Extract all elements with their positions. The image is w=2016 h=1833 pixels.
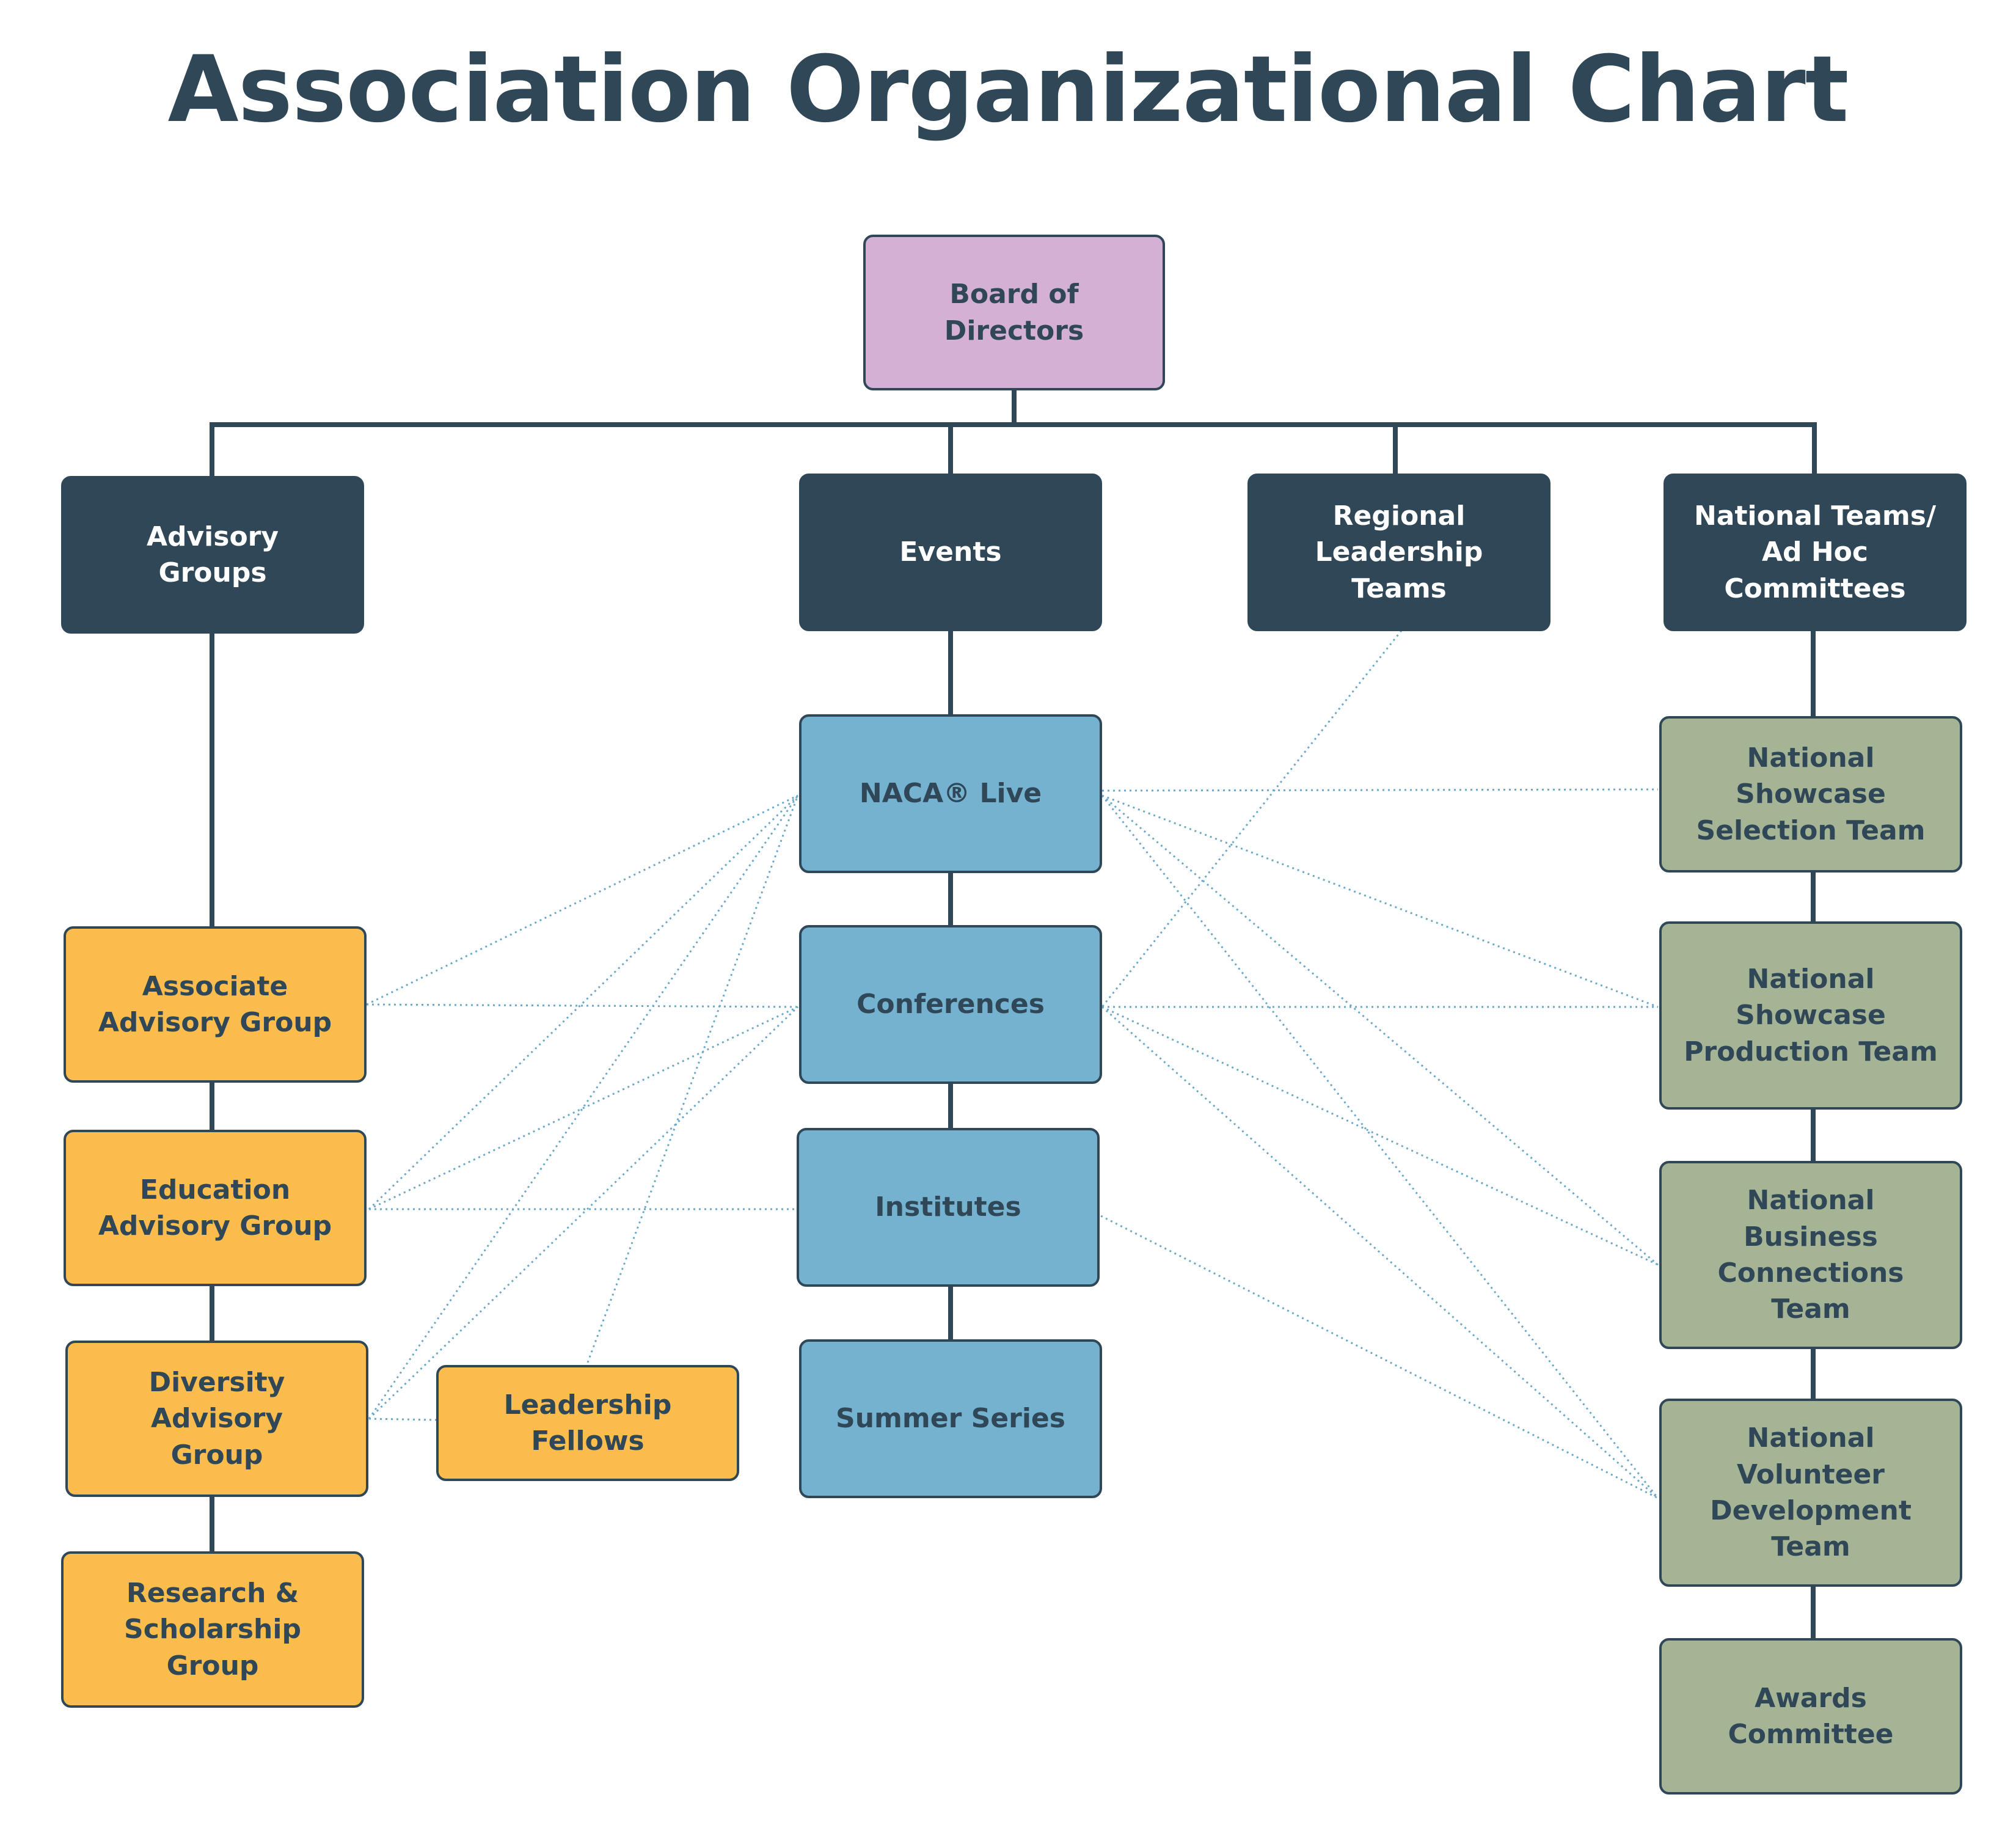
board-of-directors-box[interactable]: Board of Directors bbox=[863, 235, 1165, 390]
national-business-connections-team-box[interactable]: National Business Connections Team bbox=[1659, 1161, 1962, 1349]
research-scholarship-group-box[interactable]: Research & Scholarship Group bbox=[61, 1551, 364, 1708]
regional-leadership-teams-box[interactable]: Regional Leadership Teams bbox=[1247, 474, 1550, 631]
dotted-link bbox=[368, 1418, 438, 1421]
national-showcase-production-team-box[interactable]: National Showcase Production Team bbox=[1659, 921, 1962, 1110]
dotted-link bbox=[368, 1006, 798, 1210]
dotted-link bbox=[1101, 788, 1659, 792]
dotted-link bbox=[1101, 795, 1659, 1499]
summer-series-box[interactable]: Summer Series bbox=[799, 1339, 1102, 1498]
events-box[interactable]: Events bbox=[799, 474, 1102, 631]
advisory-groups-box[interactable]: Advisory Groups bbox=[61, 476, 364, 634]
dotted-link bbox=[1101, 1006, 1659, 1266]
page-title: Association Organizational Chart bbox=[167, 37, 1849, 143]
dotted-link bbox=[1100, 1215, 1659, 1499]
dotted-link bbox=[1101, 630, 1403, 1008]
dotted-link bbox=[368, 794, 799, 1210]
associate-advisory-group-box[interactable]: Associate Advisory Group bbox=[64, 926, 367, 1083]
institutes-box[interactable]: Institutes bbox=[797, 1128, 1100, 1287]
dotted-link bbox=[1101, 794, 1659, 1008]
national-volunteer-development-team-box[interactable]: National Volunteer Development Team bbox=[1659, 1399, 1962, 1587]
education-advisory-group-box[interactable]: Education Advisory Group bbox=[64, 1130, 367, 1286]
national-teams-box[interactable]: National Teams/ Ad Hoc Committees bbox=[1664, 474, 1967, 631]
awards-committee-box[interactable]: Awards Committee bbox=[1659, 1638, 1962, 1795]
conferences-box[interactable]: Conferences bbox=[799, 925, 1102, 1084]
dotted-link bbox=[1101, 1006, 1659, 1499]
dotted-link bbox=[366, 1003, 798, 1008]
national-showcase-selection-team-box[interactable]: National Showcase Selection Team bbox=[1659, 716, 1962, 873]
dotted-link bbox=[1101, 794, 1659, 1266]
dotted-link bbox=[368, 1006, 799, 1420]
dotted-link bbox=[586, 795, 799, 1363]
diversity-advisory-group-box[interactable]: Diversity Advisory Group bbox=[65, 1341, 368, 1497]
naca-live-box[interactable]: NACA® Live bbox=[799, 714, 1102, 873]
leadership-fellows-box[interactable]: Leadership Fellows bbox=[436, 1365, 739, 1481]
dotted-link bbox=[366, 794, 798, 1006]
